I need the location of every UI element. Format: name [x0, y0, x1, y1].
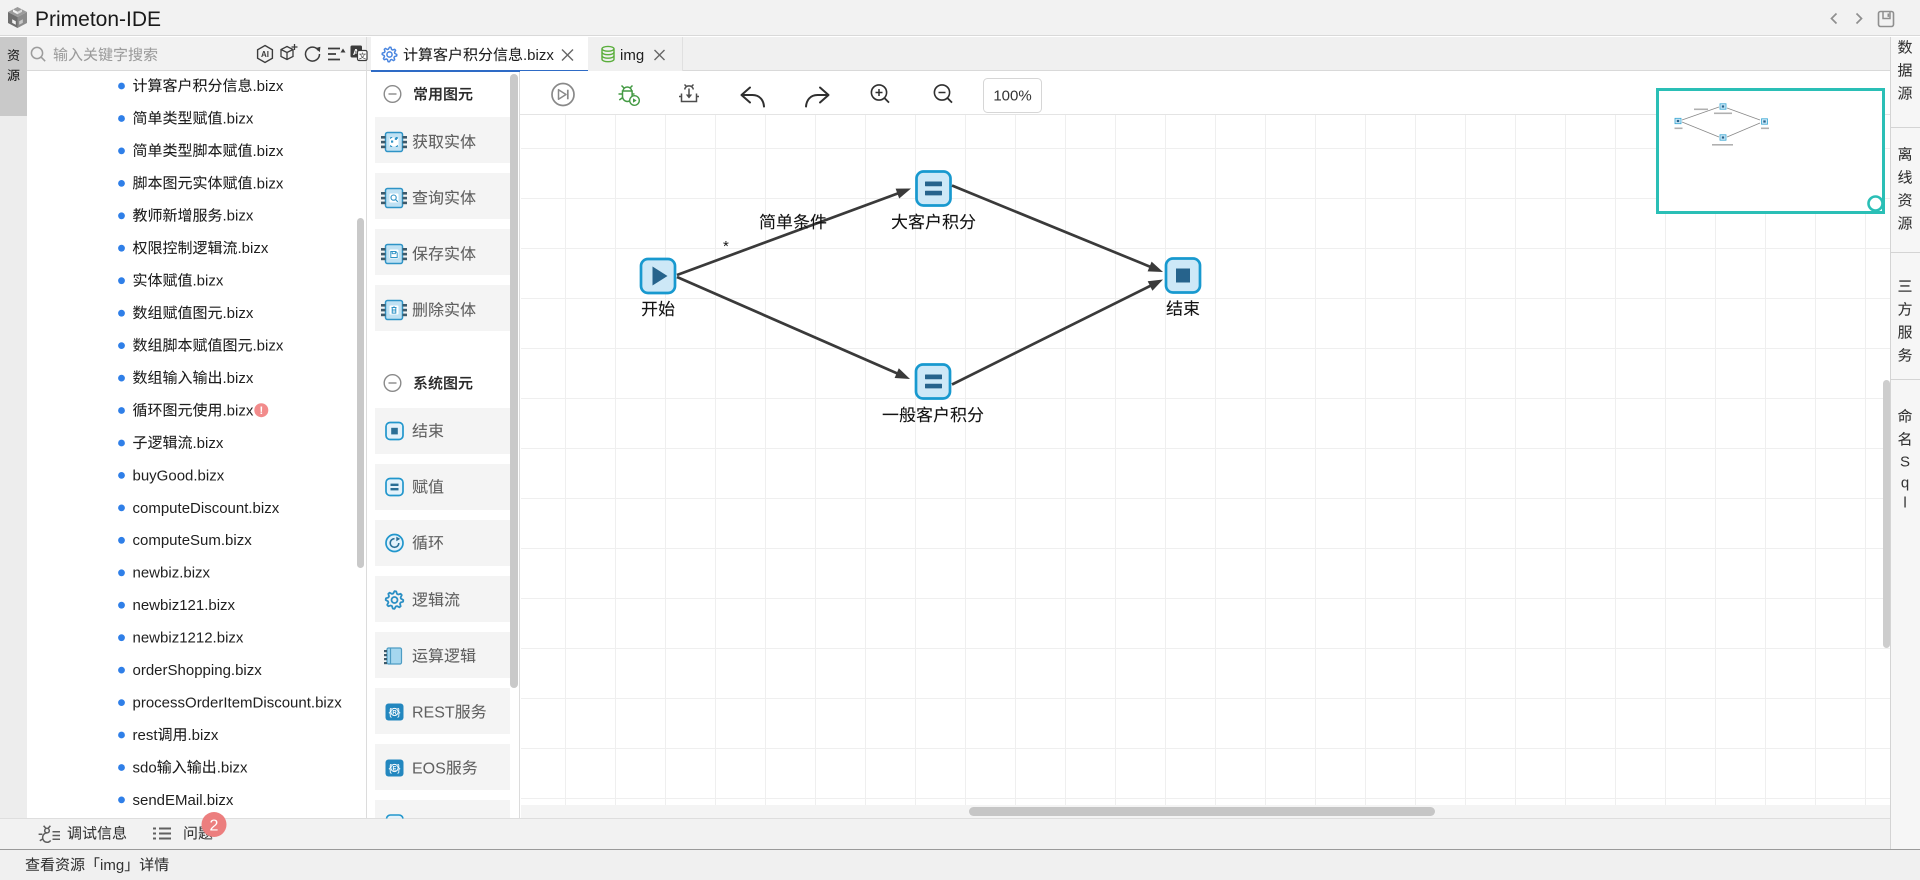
svg-text:{: {	[389, 764, 393, 775]
svg-text:newbiz1212.bizx: newbiz1212.bizx	[133, 630, 244, 647]
svg-text:img: img	[100, 857, 124, 874]
svg-text:REST: REST	[412, 705, 455, 722]
svg-text:Primeton-IDE: Primeton-IDE	[35, 8, 161, 31]
svg-text:AI: AI	[261, 50, 269, 59]
svg-text:.bizx: .bizx	[217, 759, 248, 776]
svg-text:2: 2	[210, 818, 219, 835]
svg-text:newbiz121.bizx: newbiz121.bizx	[133, 597, 236, 614]
svg-text:.bizx: .bizx	[253, 175, 284, 192]
svg-text:.bizx: .bizx	[223, 305, 254, 322]
svg-text:computeDiscount.bizx: computeDiscount.bizx	[133, 500, 280, 517]
svg-text:}: }	[397, 764, 401, 775]
svg-text:img: img	[620, 47, 644, 64]
svg-text:A: A	[353, 47, 359, 57]
svg-text:100%: 100%	[993, 88, 1031, 105]
svg-text:!: !	[259, 405, 263, 417]
svg-text:buyGood.bizx: buyGood.bizx	[133, 467, 225, 484]
svg-text:*: *	[723, 238, 729, 255]
svg-text:.bizx: .bizx	[223, 110, 254, 127]
svg-text:E: E	[392, 767, 396, 773]
svg-text:computeSum.bizx: computeSum.bizx	[133, 532, 253, 549]
svg-text:q: q	[1901, 474, 1909, 491]
svg-text:rest: rest	[133, 727, 159, 744]
svg-text:sendEMail.bizx: sendEMail.bizx	[133, 792, 234, 809]
svg-text:EOS: EOS	[412, 761, 446, 778]
svg-text:}: }	[397, 708, 401, 719]
svg-text:.bizx: .bizx	[253, 143, 284, 160]
svg-text:{: {	[389, 708, 393, 719]
svg-text:.bizx: .bizx	[193, 435, 224, 452]
svg-text:l: l	[1903, 494, 1906, 511]
svg-text:.bizx: .bizx	[188, 727, 219, 744]
svg-text:.bizx: .bizx	[253, 78, 284, 95]
svg-text:.bizx: .bizx	[253, 338, 284, 355]
svg-text:processOrderItemDiscount.bizx: processOrderItemDiscount.bizx	[133, 695, 343, 712]
svg-text:.bizx: .bizx	[523, 47, 554, 64]
svg-text:.bizx: .bizx	[223, 208, 254, 225]
svg-text:newbiz.bizx: newbiz.bizx	[133, 565, 211, 582]
svg-text:sdo: sdo	[133, 759, 157, 776]
svg-text:.bizx: .bizx	[193, 273, 224, 290]
svg-text:S: S	[1900, 453, 1910, 470]
svg-text:.bizx: .bizx	[238, 240, 269, 257]
svg-text:.bizx: .bizx	[223, 402, 254, 419]
svg-text:R: R	[392, 711, 397, 717]
svg-text:.bizx: .bizx	[223, 370, 254, 387]
svg-text:orderShopping.bizx: orderShopping.bizx	[133, 662, 263, 679]
